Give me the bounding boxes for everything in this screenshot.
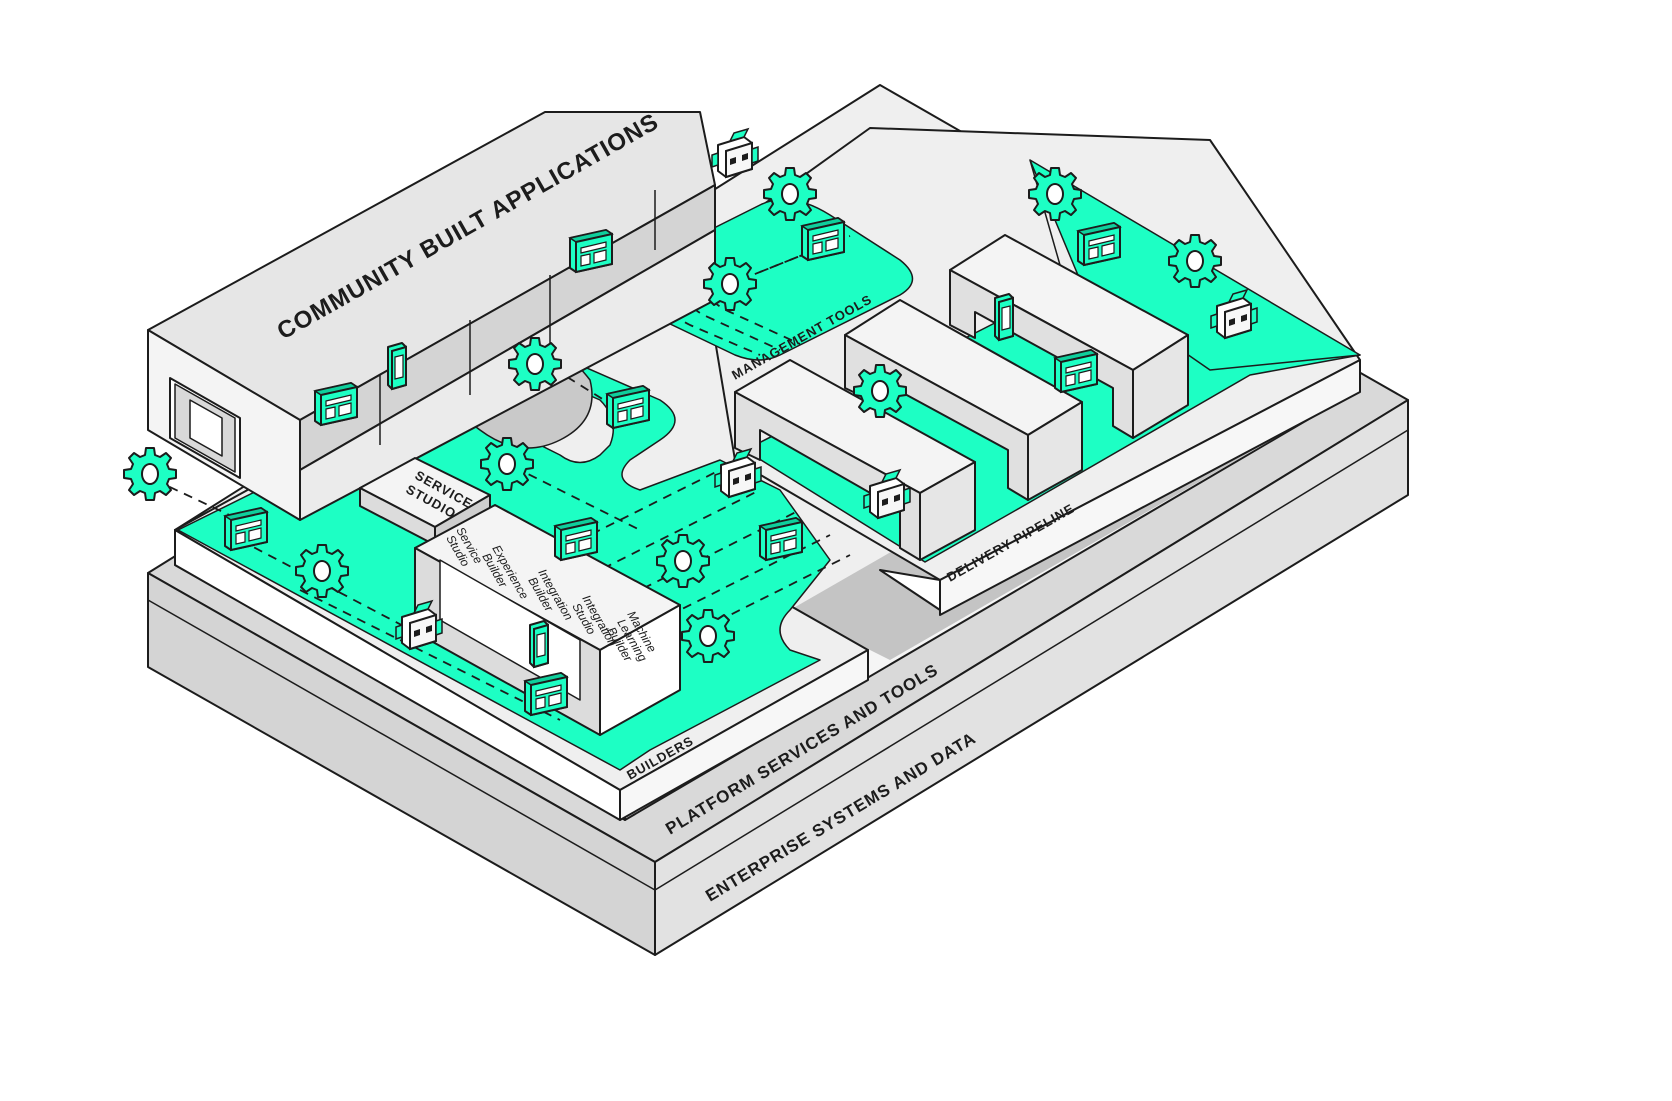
gear-icon	[480, 437, 534, 491]
gear-icon	[1168, 234, 1222, 288]
window-icon	[569, 229, 613, 273]
window-icon	[224, 507, 268, 551]
service-studio-block	[359, 457, 491, 546]
gear-icon	[656, 534, 710, 588]
window-icon	[1054, 349, 1098, 393]
gear-icon	[123, 447, 177, 501]
window-icon	[759, 517, 803, 561]
window-icon	[801, 217, 845, 261]
gear-icon	[681, 609, 735, 663]
gear-icon	[703, 257, 757, 311]
gear-icon	[295, 544, 349, 598]
window-icon	[314, 382, 358, 426]
gear-icon	[853, 364, 907, 418]
phone-icon	[387, 342, 407, 390]
window-icon	[606, 385, 650, 429]
robot-icon	[711, 128, 759, 178]
window-icon	[524, 672, 568, 716]
gear-icon	[1028, 167, 1082, 221]
phone-icon	[994, 293, 1014, 341]
gear-icon	[508, 337, 562, 391]
window-icon	[554, 517, 598, 561]
gear-icon	[763, 167, 817, 221]
phone-icon	[529, 620, 549, 668]
window-icon	[1077, 222, 1121, 266]
